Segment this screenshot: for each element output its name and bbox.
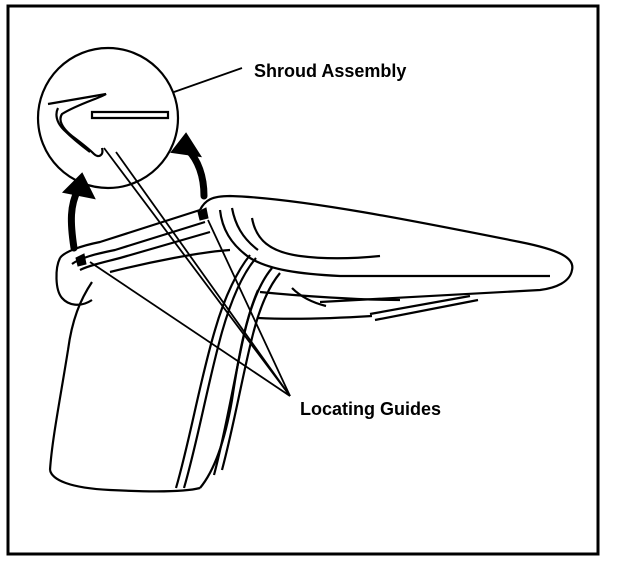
leader-guide-1 — [103, 147, 291, 397]
shroud-stem — [48, 254, 281, 493]
locating-guide-tabs — [75, 207, 209, 267]
detail-circle — [36, 46, 180, 190]
shroud-assembly-label: Shroud Assembly — [254, 61, 406, 81]
detail-magnifier — [36, 46, 180, 190]
leader-shroud-assembly — [173, 67, 243, 93]
leader-guide-2 — [89, 261, 291, 397]
shroud-hood — [55, 194, 574, 322]
leader-guide-3 — [207, 219, 291, 397]
diagram-frame — [6, 4, 600, 556]
locating-guides-label: Locating Guides — [300, 399, 441, 419]
leader-guide-4 — [115, 151, 291, 397]
leader-lines — [89, 67, 291, 397]
lift-arrows — [61, 132, 208, 252]
